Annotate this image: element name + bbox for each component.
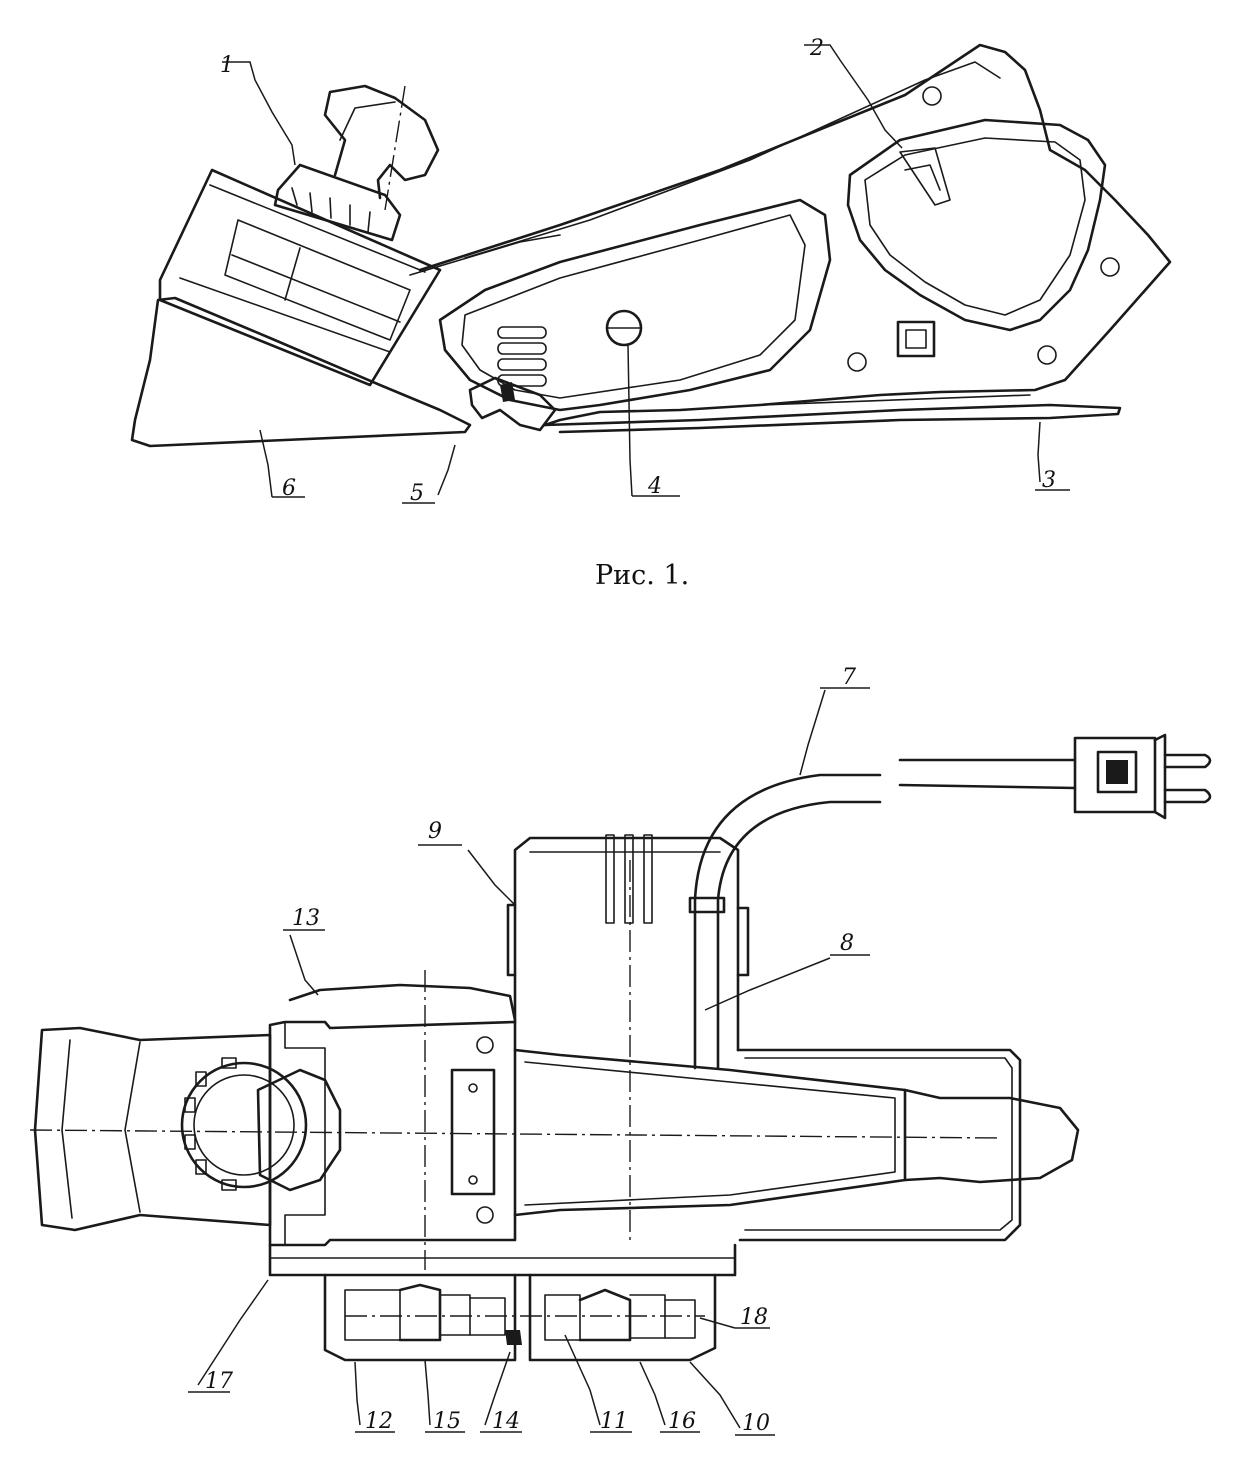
leader-10: [689, 1361, 775, 1436]
motor-vent: [605, 834, 615, 924]
leader-7: [799, 687, 870, 776]
cutter-drum-section: [323, 1273, 717, 1362]
callout-label: 11: [600, 1409, 628, 1434]
leader-9: [418, 844, 516, 906]
callout-label: 10: [742, 1411, 770, 1436]
rear-handle: [903, 1088, 1080, 1184]
callout-label: 13: [292, 906, 320, 931]
callout-label: 8: [840, 931, 854, 956]
figure-2-top-view: [29, 687, 1212, 1436]
leader-1: [222, 61, 296, 166]
switch-plate-inner: [905, 329, 927, 349]
callout-label: 16: [668, 1409, 696, 1434]
trigger-switch-detail: [904, 164, 941, 191]
callout-label: 1: [220, 53, 234, 78]
housing-screw: [847, 352, 867, 372]
housing-screw: [922, 86, 942, 106]
figure-caption: Рис. 1.: [595, 560, 689, 591]
ventilation-slots: [497, 326, 547, 387]
rear-handle-cover: [736, 1048, 1022, 1242]
switch-plate: [896, 320, 936, 358]
leader-3: [1035, 421, 1070, 491]
depth-knob-top: [180, 1057, 342, 1192]
motor-vent: [624, 834, 634, 924]
housing-screw: [1100, 257, 1120, 277]
rear-sole-edge: [759, 394, 1031, 406]
power-plug: [1073, 733, 1212, 820]
depth-knob-housing-inner: [209, 184, 426, 273]
callout-label: 15: [433, 1409, 461, 1434]
housing-screw: [476, 1206, 494, 1224]
power-cable: [688, 758, 1077, 1070]
housing-bottom-edge: [179, 277, 391, 353]
callout-label: 5: [410, 481, 424, 506]
leader-14: [480, 1351, 522, 1433]
callout-label: 7: [842, 665, 856, 690]
motor-latch-left: [506, 903, 517, 977]
chip-ejector-nose-inner: [61, 1039, 73, 1219]
leader-15: [424, 1359, 465, 1433]
figure-1-side-view: [130, 43, 1172, 504]
longitudinal-axis: [29, 1129, 1001, 1139]
leader-2: [804, 44, 903, 149]
motor-cover: [438, 198, 832, 412]
figure-2-callouts: 7 9 13 8 17 12 15 14 11 16 10 18: [205, 665, 856, 1436]
callout-label: 14: [492, 1409, 520, 1434]
depth-adjust-knob: [273, 84, 440, 242]
leader-18: [699, 1317, 770, 1329]
leader-6: [259, 429, 305, 498]
cutter-block-blade: [500, 382, 515, 402]
callout-label: 2: [809, 36, 824, 61]
rear-handle-cover-inner: [744, 1057, 1013, 1231]
motor-latch-right: [736, 906, 750, 977]
callout-label: 17: [205, 1369, 233, 1394]
motor-vent: [643, 834, 653, 924]
tapered-body-inner: [524, 1061, 896, 1206]
leader-13: [283, 929, 325, 996]
front-shoe: [130, 296, 472, 448]
cutter-block: [468, 376, 557, 432]
callout-label: 12: [365, 1409, 393, 1434]
nameplate-rivet: [468, 1083, 478, 1093]
chip-ejector-nose-inner-2: [124, 1041, 141, 1213]
front-housing-block: [268, 1020, 517, 1247]
main-housing-outline: [418, 43, 1172, 427]
rear-handle-grip-inner: [864, 137, 1086, 316]
housing-screw: [1037, 345, 1057, 365]
callout-label: 18: [740, 1305, 768, 1330]
housing-screw: [476, 1036, 494, 1054]
housing-top-edge: [464, 61, 1001, 259]
nameplate: [450, 1068, 496, 1196]
cover-screw: [605, 309, 643, 347]
rear-handle-grip: [846, 118, 1107, 332]
motor-cover-inner: [461, 214, 806, 399]
callout-label: 4: [647, 474, 662, 499]
base-plate: [268, 1243, 737, 1277]
callout-label: 6: [282, 476, 296, 501]
leader-8: [704, 954, 870, 1011]
trigger-switch: [899, 147, 951, 206]
leader-17: [188, 1279, 269, 1393]
motor-housing: [513, 836, 740, 1052]
top-cap: [288, 983, 517, 1022]
front-housing-step: [284, 1021, 326, 1246]
leader-12: [354, 1361, 395, 1433]
depth-knob-housing: [158, 168, 442, 387]
leader-4: [627, 344, 680, 497]
callout-label: 9: [428, 819, 442, 844]
tapered-body: [513, 1048, 907, 1217]
leader-16: [639, 1361, 700, 1433]
rear-sole-plate: [543, 403, 1122, 434]
nameplate-rivet: [468, 1175, 478, 1185]
leader-5: [402, 444, 456, 504]
housing-parting-line: [409, 234, 561, 276]
chip-ejector-nose: [33, 1026, 272, 1232]
figure-1-callouts: 1 2 6 5 4 3: [220, 36, 1056, 506]
callout-label: 3: [1042, 468, 1056, 493]
depth-knob-window: [224, 219, 411, 341]
leader-11: [564, 1334, 632, 1433]
depth-knob-window-inner: [231, 247, 401, 323]
